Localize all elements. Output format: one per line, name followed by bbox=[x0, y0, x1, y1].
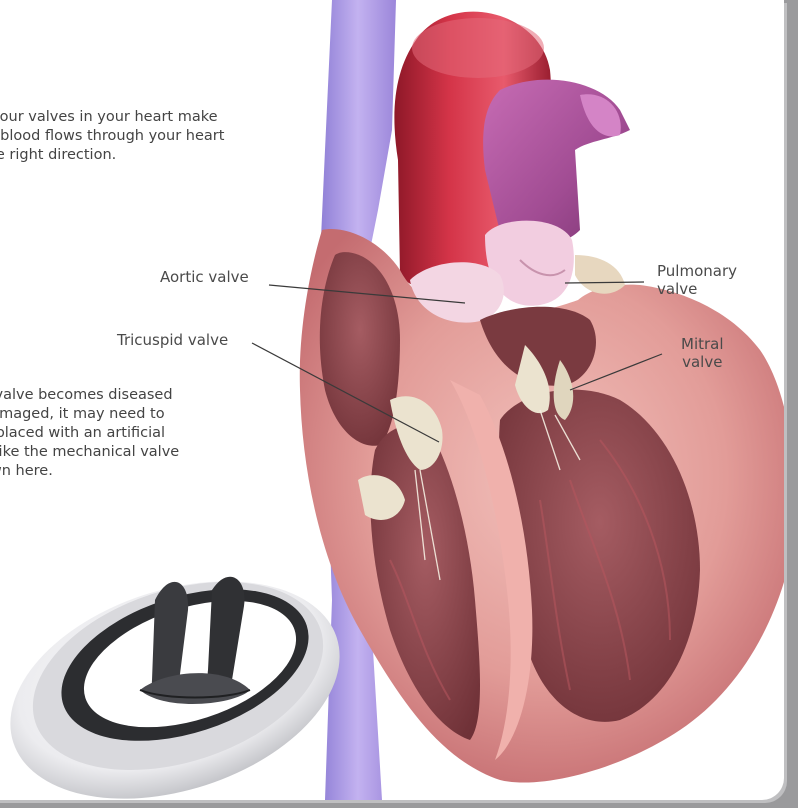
infographic-panel: e four valves in your heart make re bloo… bbox=[0, 0, 784, 800]
mitral-valve-label: Mitral valve bbox=[681, 335, 724, 371]
intro-paragraph: e four valves in your heart make re bloo… bbox=[0, 108, 224, 165]
diseased-line: damaged, it may need to bbox=[0, 406, 165, 422]
pulmonary-valve-label: Pulmonary valve bbox=[657, 262, 737, 298]
pulmonary-label-line: Pulmonary bbox=[657, 262, 737, 280]
mechanical-heart-valve-illustration bbox=[0, 542, 368, 800]
diseased-line: own here. bbox=[0, 463, 53, 479]
aortic-valve-label: Aortic valve bbox=[160, 268, 249, 287]
mitral-label-line: valve bbox=[682, 353, 722, 371]
diseased-line: replaced with an artificial bbox=[0, 425, 165, 441]
diseased-valve-paragraph: a valve becomes diseased damaged, it may… bbox=[0, 386, 179, 481]
intro-line: the right direction. bbox=[0, 147, 116, 163]
mitral-label-line: Mitral bbox=[681, 335, 724, 353]
diseased-line: a valve becomes diseased bbox=[0, 387, 173, 403]
intro-line: e four valves in your heart make bbox=[0, 109, 218, 125]
diseased-line: e like the mechanical valve bbox=[0, 444, 179, 460]
intro-line: re blood flows through your heart bbox=[0, 128, 224, 144]
pulmonary-label-line: valve bbox=[657, 280, 697, 298]
tricuspid-valve-label: Tricuspid valve bbox=[117, 331, 228, 350]
